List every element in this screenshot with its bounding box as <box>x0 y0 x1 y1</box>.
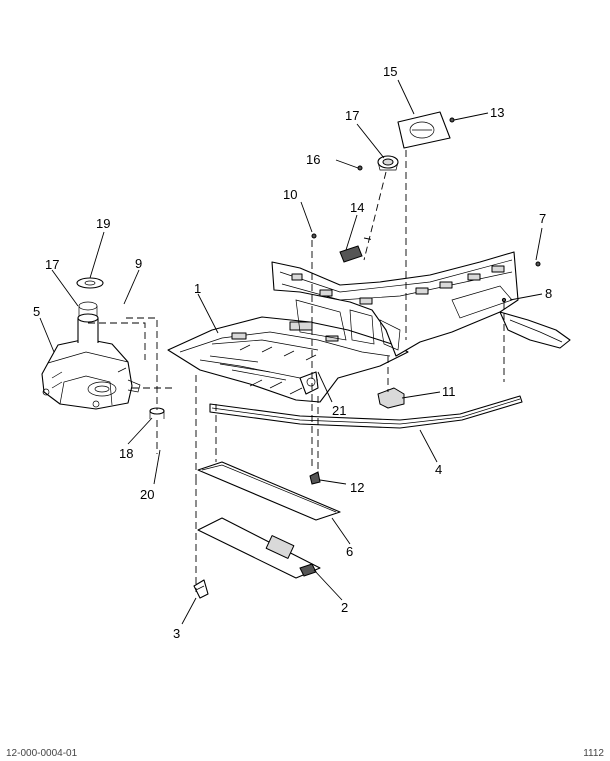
callout-9: 9 <box>135 256 142 271</box>
callout-2: 2 <box>341 600 348 615</box>
part-11-bracket <box>377 387 405 409</box>
part-16-screw <box>357 165 363 171</box>
callout-17-left: 17 <box>45 257 59 272</box>
callout-13: 13 <box>490 105 504 120</box>
part-18-grommet <box>149 407 165 419</box>
part-8-fastener <box>501 297 507 303</box>
part-1-floor-panel <box>167 251 571 403</box>
part-15-bezel <box>397 111 451 149</box>
callout-16: 16 <box>306 152 320 167</box>
callout-21: 21 <box>332 403 346 418</box>
callout-6: 6 <box>346 544 353 559</box>
part-17-cap-top <box>377 155 399 171</box>
part-10-fastener <box>311 233 317 239</box>
callout-1: 1 <box>194 281 201 296</box>
callout-18: 18 <box>119 446 133 461</box>
part-12-fastener <box>309 471 321 485</box>
callout-11: 11 <box>442 384 456 399</box>
part-14-vent <box>339 245 363 263</box>
callout-12: 12 <box>350 480 364 495</box>
callout-7: 7 <box>539 211 546 226</box>
callout-19: 19 <box>96 216 110 231</box>
callout-8: 8 <box>545 286 552 301</box>
footer-page-code: 1112 <box>583 748 604 759</box>
callout-5: 5 <box>33 304 40 319</box>
callout-17-top: 17 <box>345 108 359 123</box>
part-2-cover-panel <box>197 517 321 579</box>
callout-15: 15 <box>383 64 397 79</box>
callout-20: 20 <box>140 487 154 502</box>
callout-14: 14 <box>350 200 364 215</box>
footer-illustration-code: 12-000-0004-01 <box>6 748 78 759</box>
callout-10: 10 <box>283 187 297 202</box>
part-6-flat-panel <box>197 461 341 521</box>
callout-3: 3 <box>173 626 180 641</box>
part-5-storage-tank <box>41 277 141 410</box>
part-7-fastener <box>535 261 541 267</box>
part-4-sill-strip <box>209 395 523 429</box>
part-3-clip <box>193 579 209 599</box>
leader-lines <box>39 79 543 625</box>
callout-4: 4 <box>435 462 442 477</box>
part-13-screw <box>449 117 455 123</box>
